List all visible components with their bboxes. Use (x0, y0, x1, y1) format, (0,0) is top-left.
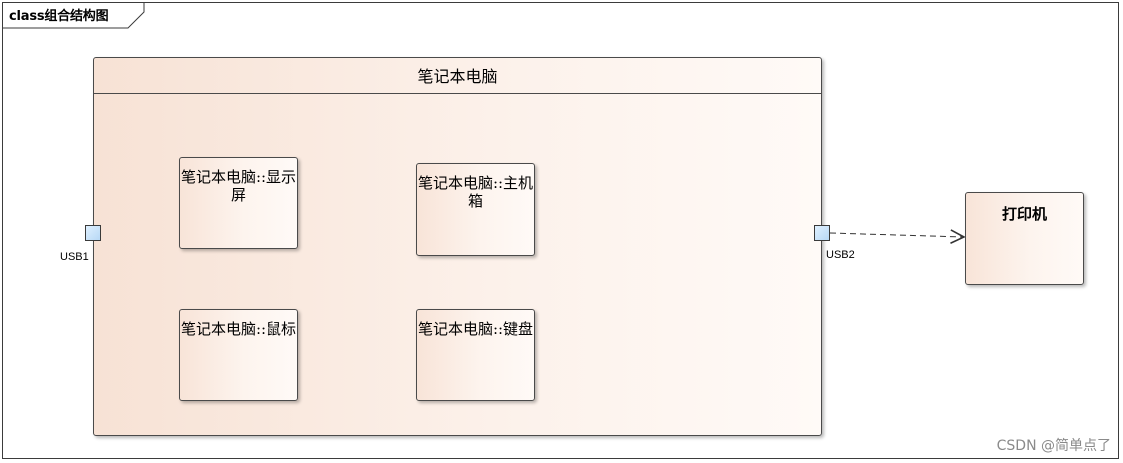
watermark: CSDN @简单点了 (996, 438, 1111, 454)
part-mouse-label: 笔记本电脑::鼠标 (180, 320, 297, 338)
part-host[interactable]: 笔记本电脑::主机箱 (416, 163, 535, 256)
laptop-component-title: 笔记本电脑 (94, 58, 821, 94)
part-mouse[interactable]: 笔记本电脑::鼠标 (179, 309, 298, 401)
frame-title: class组合结构图 (9, 9, 109, 24)
printer-component[interactable]: 打印机 (965, 192, 1084, 285)
port-usb1[interactable] (85, 225, 101, 241)
part-keyboard-label: 笔记本电脑::键盘 (417, 320, 534, 338)
port-usb2[interactable] (814, 225, 830, 241)
part-display[interactable]: 笔记本电脑::显示屏 (179, 157, 298, 249)
part-display-label: 笔记本电脑::显示屏 (180, 168, 297, 204)
port-usb2-label: USB2 (826, 249, 855, 261)
printer-label: 打印机 (1001, 205, 1047, 223)
part-keyboard[interactable]: 笔记本电脑::键盘 (416, 309, 535, 401)
port-usb1-label: USB1 (60, 251, 89, 263)
part-host-label: 笔记本电脑::主机箱 (417, 174, 534, 210)
